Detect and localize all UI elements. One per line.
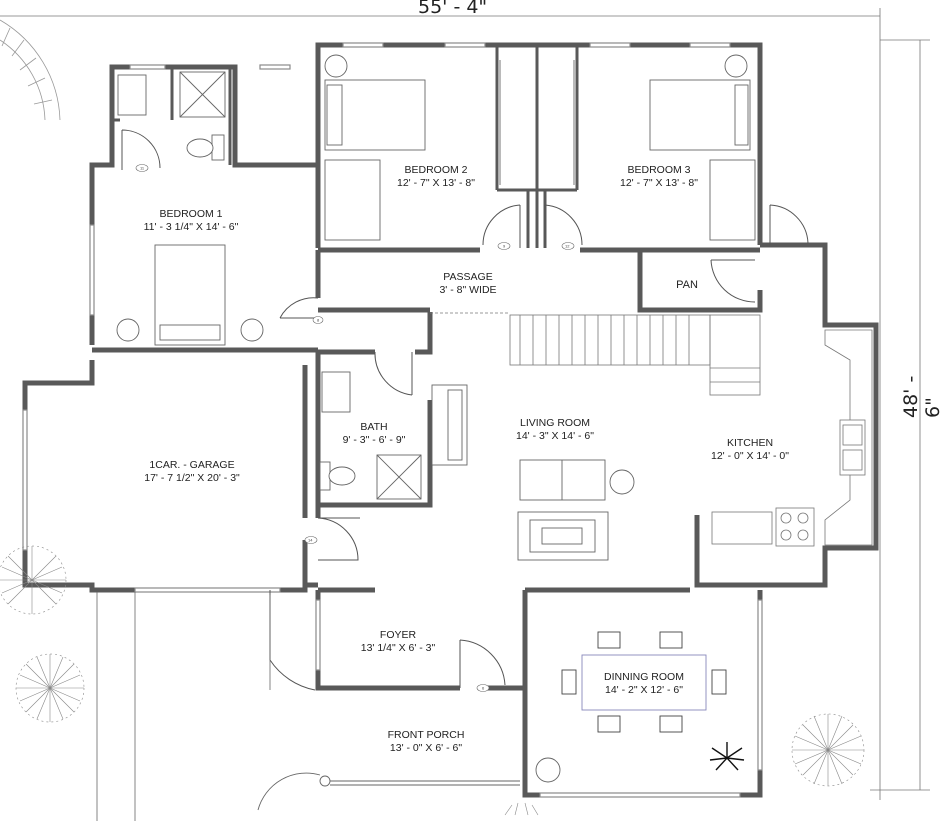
- staircase: [430, 312, 761, 396]
- room-label-bedroom2: BEDROOM 2 12' - 7" X 13' - 8": [397, 164, 475, 190]
- tree-icon-right: [791, 713, 865, 787]
- room-size: 3' - 8" WIDE: [439, 284, 497, 296]
- dining-set: [561, 631, 727, 733]
- overall-width-dimension: 55' - 4": [418, 0, 488, 18]
- room-name: BATH: [360, 421, 388, 433]
- door-tag-14: 14: [308, 538, 313, 543]
- room-label-front-porch: FRONT PORCH 13' - 0" X 6' - 6": [388, 729, 465, 755]
- room-size: 11' - 3 1/4" X 14' - 6": [143, 221, 239, 233]
- door-tag-11: 11: [140, 166, 145, 171]
- potted-plant-icon: [709, 742, 745, 771]
- room-name: BEDROOM 2: [404, 164, 468, 176]
- door-tag-8: 8: [317, 318, 320, 323]
- room-size: 12' - 0" X 14' - 0": [710, 450, 790, 462]
- spiral-stair: [0, 19, 61, 121]
- room-name: KITCHEN: [726, 437, 774, 449]
- room-name: BEDROOM 1: [159, 208, 223, 220]
- room-size: 14' - 3" X 14' - 6": [515, 430, 595, 442]
- door-tag-12: 12: [565, 244, 570, 249]
- room-label-dining: DINNING ROOM 14' - 2" X 12' - 6": [604, 671, 684, 697]
- room-name: BEDROOM 3: [627, 164, 691, 176]
- room-size: 14' - 2" X 12' - 6": [604, 684, 684, 696]
- room-label-passage: PASSAGE 3' - 8" WIDE: [439, 271, 496, 297]
- door-tag-numbers: 11 9 12 8 14 6: [140, 166, 570, 691]
- interior-walls: [112, 45, 827, 325]
- nightstands: [116, 54, 748, 342]
- kitchen-counters: [711, 329, 873, 547]
- room-name: 1CAR. - GARAGE: [149, 459, 235, 471]
- room-label-pantry: PAN: [676, 279, 698, 292]
- room-label-garage: 1CAR. - GARAGE 17' - 7 1/2" X 20' - 3": [144, 459, 240, 485]
- overall-depth-dimension: 48' - 6": [900, 375, 944, 418]
- room-name: FRONT PORCH: [387, 729, 465, 741]
- windows: [22, 42, 763, 798]
- room-size: 12' - 7" X 13' - 8": [619, 177, 699, 189]
- room-label-bedroom3: BEDROOM 3 12' - 7" X 13' - 8": [620, 164, 698, 190]
- driveway-lines: [96, 592, 271, 821]
- room-size: 13' - 0" X 6' - 6": [389, 742, 463, 754]
- room-label-foyer: FOYER 13' 1/4" X 6' - 3": [361, 629, 436, 655]
- porch-decor: [257, 757, 561, 811]
- tree-icon-left: [15, 653, 85, 723]
- room-label-living: LIVING ROOM 14' - 3" X 14' - 6": [516, 417, 594, 443]
- door-tags: [135, 164, 575, 692]
- wardrobes: [324, 60, 756, 241]
- shrub-icon-bottom: [504, 802, 539, 816]
- room-name: LIVING ROOM: [519, 417, 591, 429]
- door-tag-6: 6: [482, 686, 485, 691]
- beds: [154, 79, 751, 346]
- room-size: 13' 1/4" X 6' - 3": [360, 642, 436, 654]
- room-name: PASSAGE: [443, 271, 493, 283]
- door-tag-9: 9: [503, 244, 506, 249]
- room-size: 12' - 7" X 13' - 8": [396, 177, 476, 189]
- bath-fixtures: [319, 371, 422, 500]
- room-name: DINNING ROOM: [604, 671, 684, 683]
- room-name: PAN: [676, 279, 698, 291]
- room-size: 17' - 7 1/2" X 20' - 3": [144, 472, 240, 484]
- living-furniture: [431, 384, 635, 561]
- bedroom1-bath-fixtures: [117, 71, 226, 161]
- tree-icon-upper-left: [0, 545, 67, 615]
- room-size: 9' - 3" - 6' - 9": [342, 434, 406, 446]
- room-label-kitchen: KITCHEN 12' - 0" X 14' - 0": [711, 437, 789, 463]
- room-label-bath: BATH 9' - 3" - 6' - 9": [343, 421, 406, 447]
- room-label-bedroom1: BEDROOM 1 11' - 3 1/4" X 14' - 6": [144, 208, 239, 234]
- room-name: FOYER: [379, 629, 417, 641]
- dimension-lines: [0, 8, 930, 800]
